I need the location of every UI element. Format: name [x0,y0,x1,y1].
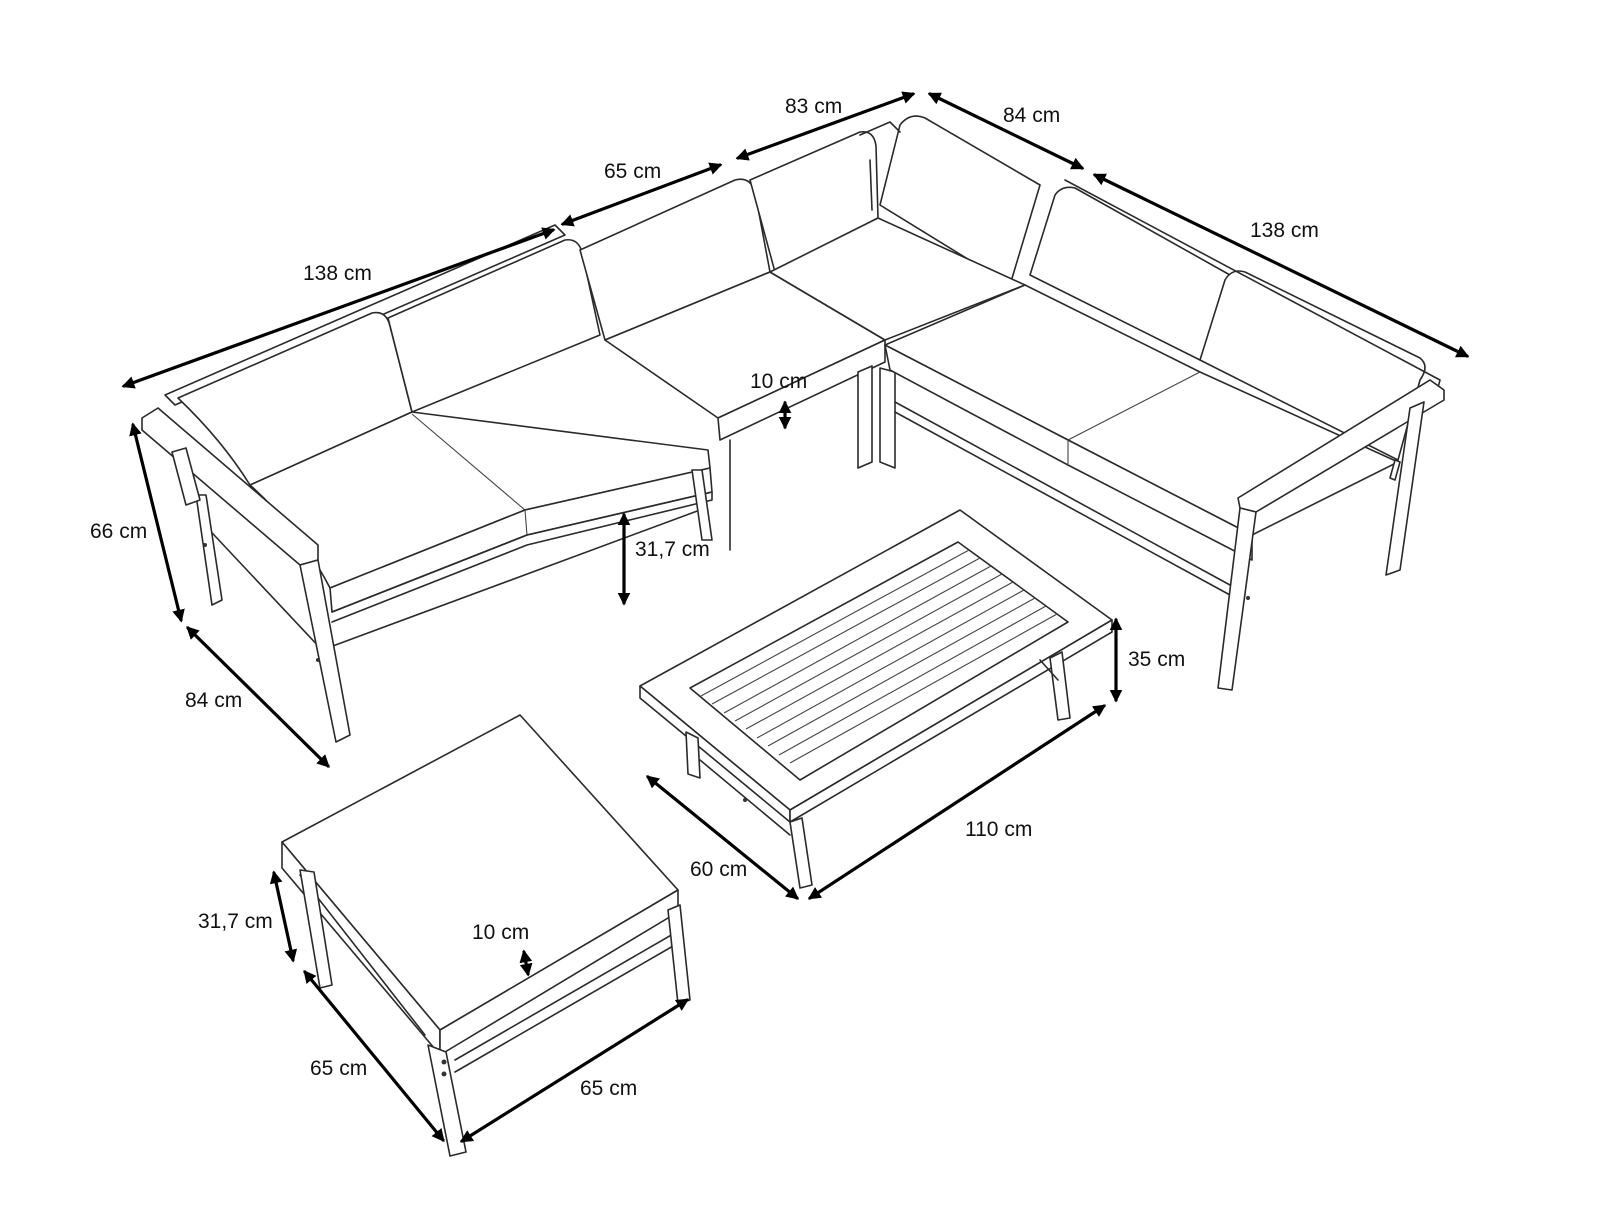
ottoman-cushion-top [281,714,679,1031]
dim-arrow-table-length [807,704,1107,900]
label-table-width: 60 cm [690,858,747,881]
dim-arrow-ottoman-height [269,870,298,963]
dimension-arrows [121,91,1470,1143]
corner-module [579,115,1041,551]
dim-arrow-corner-middle-width [560,162,723,227]
dim-arrow-sofa-right-length [1092,173,1470,358]
dim-arrow-sofa-left-length [121,227,556,389]
label-corner-back-width: 83 cm [785,95,842,118]
label-ottoman-depth: 65 cm [310,1057,367,1080]
label-sofa-height: 66 cm [90,520,147,543]
dim-arrow-sofa-depth [186,626,330,768]
dim-arrow-sofa-height [129,422,185,623]
label-table-height: 35 cm [1128,648,1185,671]
coffee-table-slat-panel [689,541,1069,781]
label-table-length: 110 cm [965,818,1032,841]
dim-arrow-corner-back-width [735,91,916,161]
label-ottoman-cushion-thickness: 10 cm [472,921,529,944]
label-corner-side-width: 84 cm [1003,104,1060,127]
dim-arrow-ottoman-cushion-thickness [519,949,533,977]
dim-arrow-table-width [646,775,799,900]
label-sofa-right-length: 138 cm [1250,219,1319,242]
middle-back-cushion [579,178,771,341]
dimension-labels: 138 cm 65 cm 83 cm 84 cm 138 cm 66 cm 84… [90,95,1319,1100]
dim-arrow-ottoman-width [459,998,690,1143]
dim-arrow-ottoman-depth [303,970,445,1142]
coffee-table [639,509,1113,889]
label-ottoman-width: 65 cm [580,1077,637,1100]
label-sofa-left-length: 138 cm [303,262,372,285]
label-cushion-thickness: 10 cm [750,370,807,393]
label-corner-middle-width: 65 cm [604,160,661,183]
label-seat-height: 31,7 cm [635,538,710,561]
dim-arrow-corner-side-width [927,92,1085,170]
label-sofa-depth: 84 cm [185,689,242,712]
label-ottoman-height: 31,7 cm [198,910,273,933]
